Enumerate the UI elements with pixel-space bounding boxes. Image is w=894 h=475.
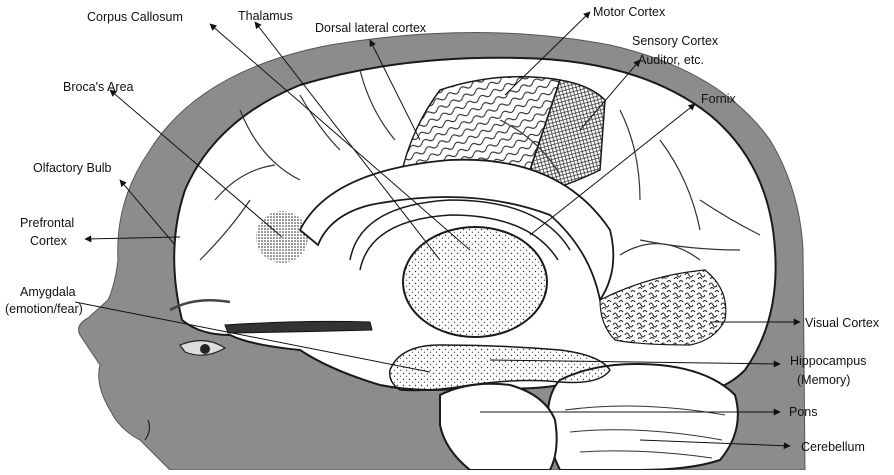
label-pons: Pons	[789, 405, 818, 419]
label-brocas-area: Broca's Area	[63, 80, 134, 94]
label-prefrontal-1: Prefrontal	[20, 216, 74, 230]
label-motor-cortex: Motor Cortex	[593, 5, 666, 19]
label-olfactory-bulb: Olfactory Bulb	[33, 161, 112, 175]
label-visual-cortex: Visual Cortex	[805, 316, 880, 330]
label-sensory-cortex-1: Sensory Cortex	[632, 34, 719, 48]
label-prefrontal-2: Cortex	[30, 234, 68, 248]
label-corpus-callosum: Corpus Callosum	[87, 10, 183, 24]
label-cerebellum: Cerebellum	[801, 440, 865, 454]
pupil	[200, 344, 210, 354]
label-hippocampus-1: Hippocampus	[790, 354, 866, 368]
label-dorsal-lateral-cortex: Dorsal lateral cortex	[315, 21, 427, 35]
label-amygdala-2: (emotion/fear)	[5, 302, 83, 316]
thalamus-shape	[403, 227, 547, 337]
label-hippocampus-2: (Memory)	[797, 373, 850, 387]
label-amygdala-1: Amygdala	[20, 285, 76, 299]
label-thalamus: Thalamus	[238, 9, 293, 23]
label-fornix: Fornix	[701, 92, 736, 106]
label-sensory-cortex-2: Auditor, etc.	[638, 53, 704, 67]
